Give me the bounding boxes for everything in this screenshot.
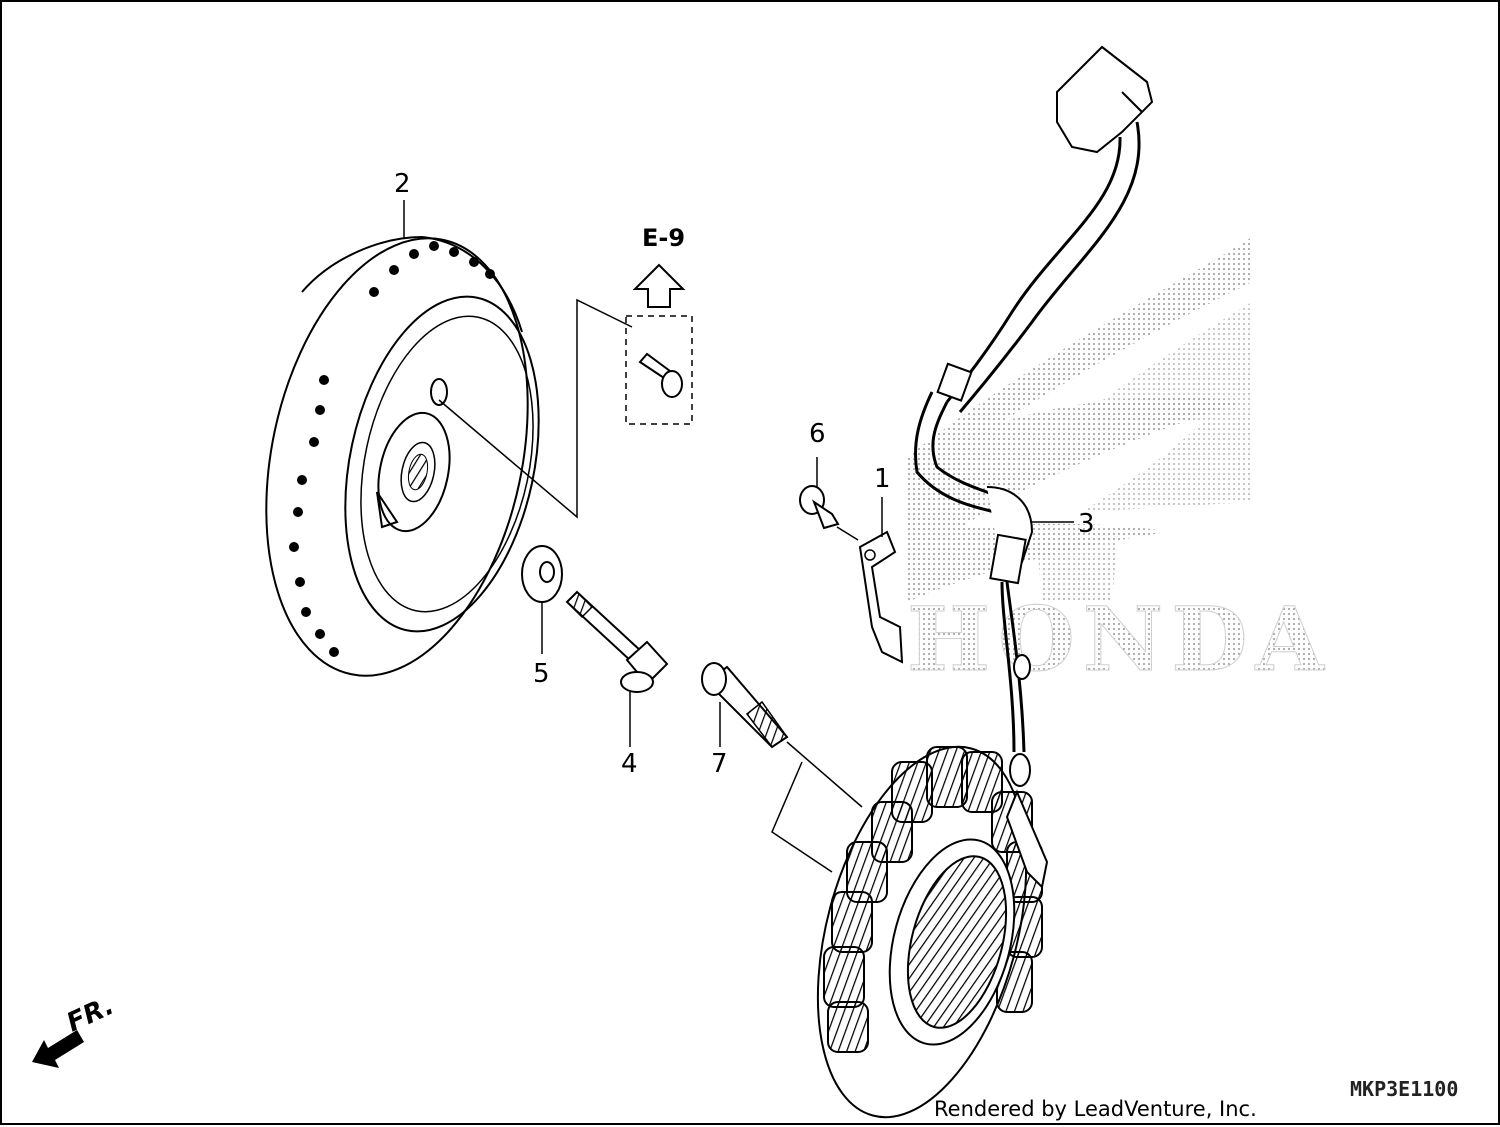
washer-part-5: [521, 545, 563, 654]
bracket-part-1: [858, 497, 904, 664]
harness-part-3: [913, 45, 1154, 787]
callout-3: 3: [1078, 509, 1095, 539]
bolt-part-4: [565, 590, 669, 747]
reference-e9-group: E-9: [625, 224, 693, 425]
flywheel-part-2: [265, 236, 540, 677]
bolt-part-6: [799, 457, 859, 541]
render-credit: Rendered by LeadVenture, Inc.: [934, 1097, 1257, 1121]
callout-1: 1: [874, 464, 891, 494]
front-direction-label: FR.: [62, 991, 118, 1039]
callout-7: 7: [711, 749, 728, 779]
callout-5: 5: [533, 659, 550, 689]
diagram-code: MKP3E1100: [1350, 1077, 1458, 1101]
honda-wing-logo: HONDA: [907, 237, 1332, 692]
callout-4: 4: [621, 749, 638, 779]
front-direction-indicator: FR.: [32, 991, 119, 1068]
callout-2: 2: [394, 169, 411, 199]
honda-watermark-text: HONDA: [907, 587, 1332, 691]
stator-coil: [816, 745, 1049, 1119]
front-arrow-icon: [32, 1030, 84, 1068]
reference-label-e9: E-9: [642, 224, 685, 252]
bolt-part-7: [701, 662, 863, 873]
flywheel-bolt-leader: [438, 298, 633, 519]
callout-6: 6: [809, 419, 826, 449]
